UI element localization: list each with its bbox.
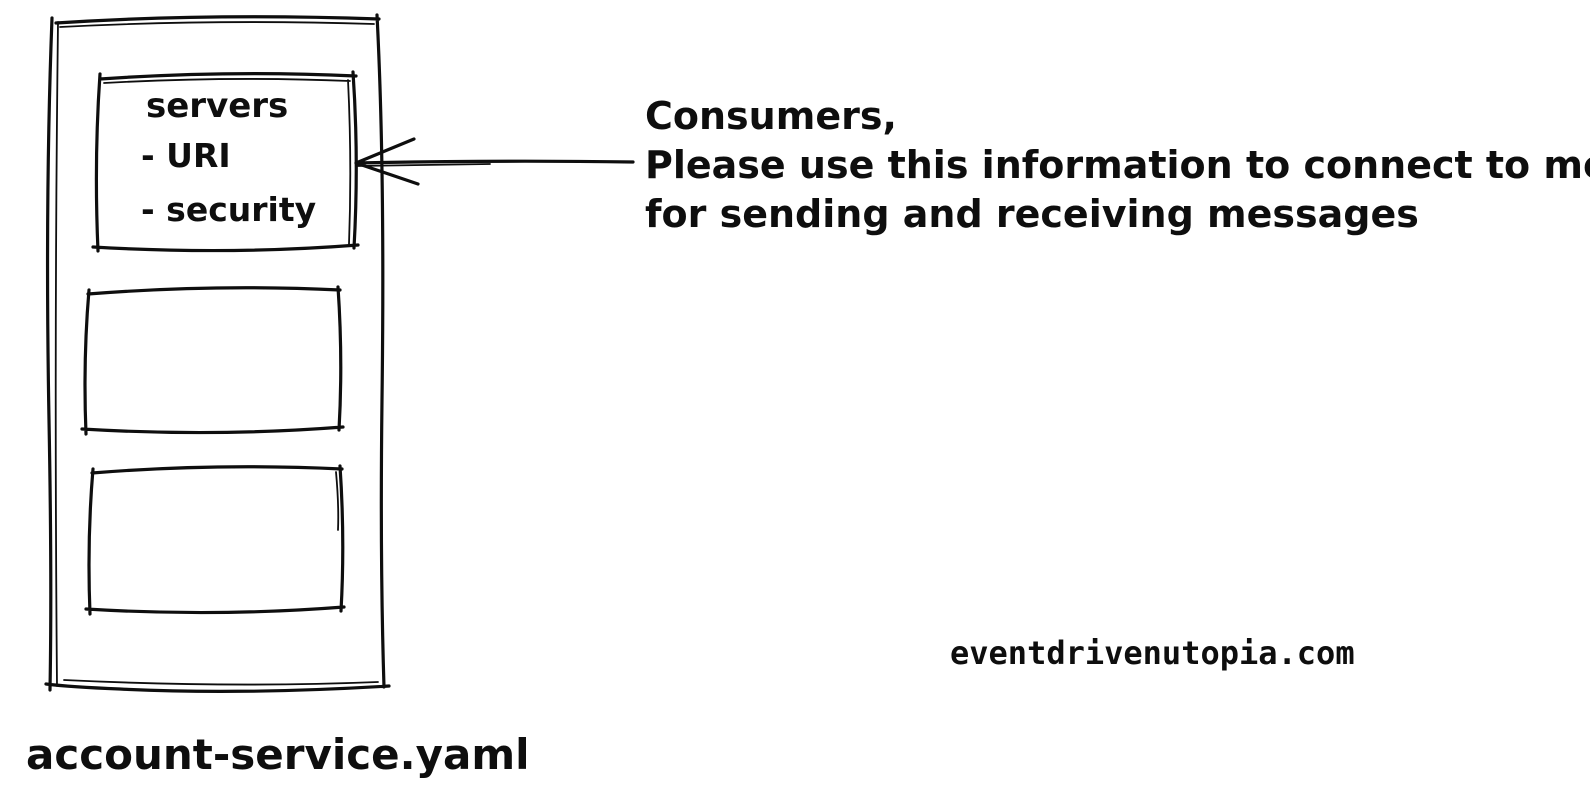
- yaml-file-outline-double-stroke: [54, 21, 379, 687]
- servers-box-title: servers: [146, 86, 289, 126]
- annotation-arrow-double-stroke: [356, 163, 491, 167]
- consumers-annotation: Consumers, Please use this information t…: [645, 92, 1590, 239]
- annotation-line-3: for sending and receiving messages: [645, 192, 1419, 236]
- watermark-url: eventdrivenutopia.com: [950, 634, 1355, 672]
- empty-box-1-outline: [80, 285, 345, 436]
- annotation-arrow: [354, 137, 635, 186]
- servers-box-double-stroke: [103, 78, 352, 245]
- servers-box-item-uri: - URI: [141, 136, 231, 175]
- yaml-file-label: account-service.yaml: [26, 730, 530, 779]
- servers-box-outline: [91, 70, 360, 253]
- servers-box-item-security: - security: [141, 190, 317, 229]
- annotation-line-1: Consumers,: [645, 94, 897, 138]
- empty-box-2-double-stroke: [335, 471, 340, 531]
- yaml-file-outline: [44, 13, 391, 693]
- empty-box-2-outline: [84, 464, 346, 616]
- annotation-line-2: Please use this information to connect t…: [645, 143, 1590, 187]
